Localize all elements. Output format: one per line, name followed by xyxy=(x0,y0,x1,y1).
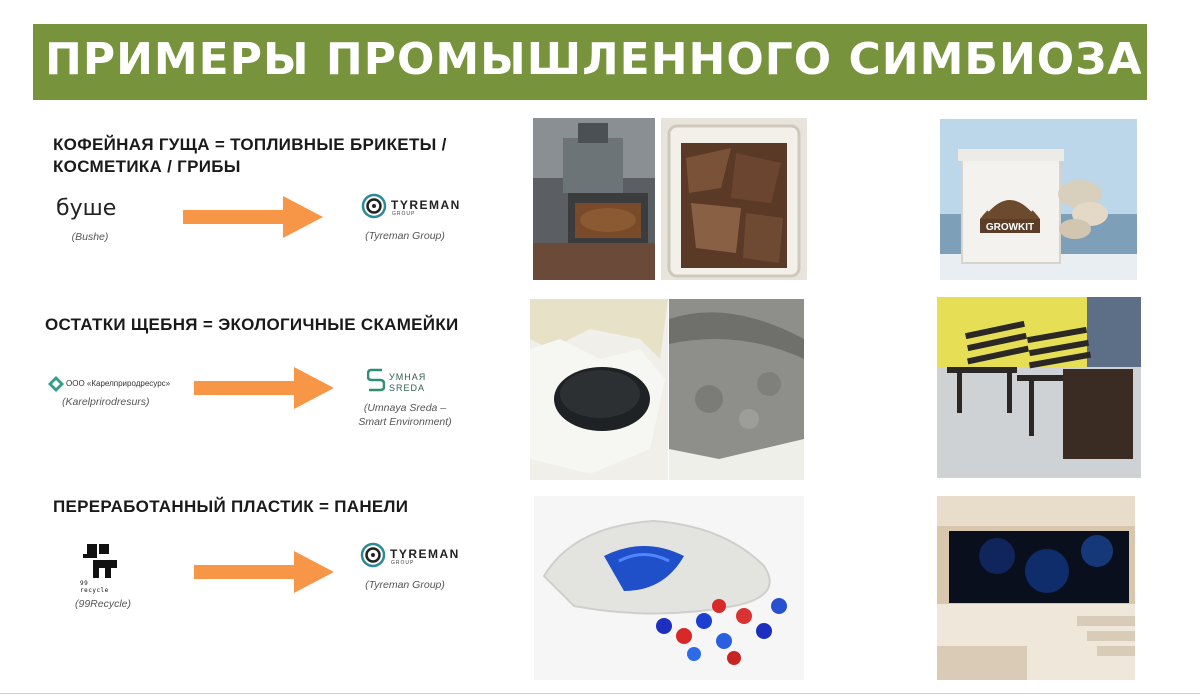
page-title: ПРИМЕРЫ ПРОМЫШЛЕННОГО СИМБИОЗА xyxy=(45,34,1143,85)
s-logo-icon xyxy=(367,368,385,392)
tyreman-sub: GROUP xyxy=(392,211,416,217)
row2-heading-line1: ОСТАТКИ ЩЕБНЯ = ЭКОЛОГИЧНЫЕ СКАМЕЙКИ xyxy=(45,315,459,334)
arrow-right-icon xyxy=(183,196,323,238)
photo-plastic-caps xyxy=(534,496,804,680)
umnaya-line1: УМНАЯ xyxy=(389,372,427,382)
tyreman-caption-1: (Tyreman Group) xyxy=(365,230,445,242)
bushe-caption: (Bushe) xyxy=(71,231,109,243)
photo-gravel-bag xyxy=(530,299,668,480)
row1-heading-line2: КОСМЕТИКА / ГРИБЫ xyxy=(53,157,241,176)
karelprirodresurs-name: ООО «Карелприродресурс» xyxy=(66,379,171,388)
row3-heading: ПЕРЕРАБОТАННЫЙ ПЛАСТИК = ПАНЕЛИ xyxy=(53,496,408,518)
tyreman-name: TYREMAN xyxy=(391,198,461,212)
umnaya-caption-line2: Smart Environment) xyxy=(358,416,452,428)
tyreman-mark-icon xyxy=(360,542,386,568)
row1-heading-line1: КОФЕЙНАЯ ГУЩА = ТОПЛИВНЫЕ БРИКЕТЫ / xyxy=(53,135,447,154)
arrow-right-icon xyxy=(194,367,334,409)
tyreman-name: TYREMAN xyxy=(390,547,460,561)
title-bar: ПРИМЕРЫ ПРОМЫШЛЕННОГО СИМБИОЗА xyxy=(33,24,1147,100)
umnaya-caption-line1: (Umnaya Sreda – xyxy=(363,402,447,414)
row2-heading: ОСТАТКИ ЩЕБНЯ = ЭКОЛОГИЧНЫЕ СКАМЕЙКИ xyxy=(45,314,459,336)
photo-benches xyxy=(937,297,1141,478)
recycle-mark-icon xyxy=(83,544,117,578)
row3-heading-line1: ПЕРЕРАБОТАННЫЙ ПЛАСТИК = ПАНЕЛИ xyxy=(53,497,409,516)
bottom-divider xyxy=(0,693,1200,694)
photo-panels xyxy=(937,496,1135,680)
99recycle-name: 99 recycle xyxy=(80,580,109,594)
tyreman-caption-2: (Tyreman Group) xyxy=(365,579,445,591)
row1-heading: КОФЕЙНАЯ ГУЩА = ТОПЛИВНЫЕ БРИКЕТЫ / КОСМ… xyxy=(53,134,447,178)
umnaya-caption: (Umnaya Sreda – Smart Environment) xyxy=(350,401,460,429)
tyreman-mark-icon xyxy=(361,193,387,219)
tyreman-sub: GROUP xyxy=(391,560,415,566)
diamond-logo-icon xyxy=(48,376,64,392)
growkit-brand: GROWKIT xyxy=(986,222,1034,233)
bushe-logo: буше xyxy=(56,196,117,221)
photo-coffee-briquettes xyxy=(661,118,807,280)
photo-coffee-machine xyxy=(533,118,655,280)
arrow-right-icon xyxy=(194,551,334,593)
karelprirodresurs-caption: (Karelprirodresurs) xyxy=(62,396,150,408)
umnaya-line2: SREDA xyxy=(389,383,426,393)
99recycle-caption: (99Recycle) xyxy=(74,598,132,610)
photo-gravel-dust xyxy=(669,299,804,480)
photo-growkit: GROWKIT xyxy=(940,119,1137,280)
